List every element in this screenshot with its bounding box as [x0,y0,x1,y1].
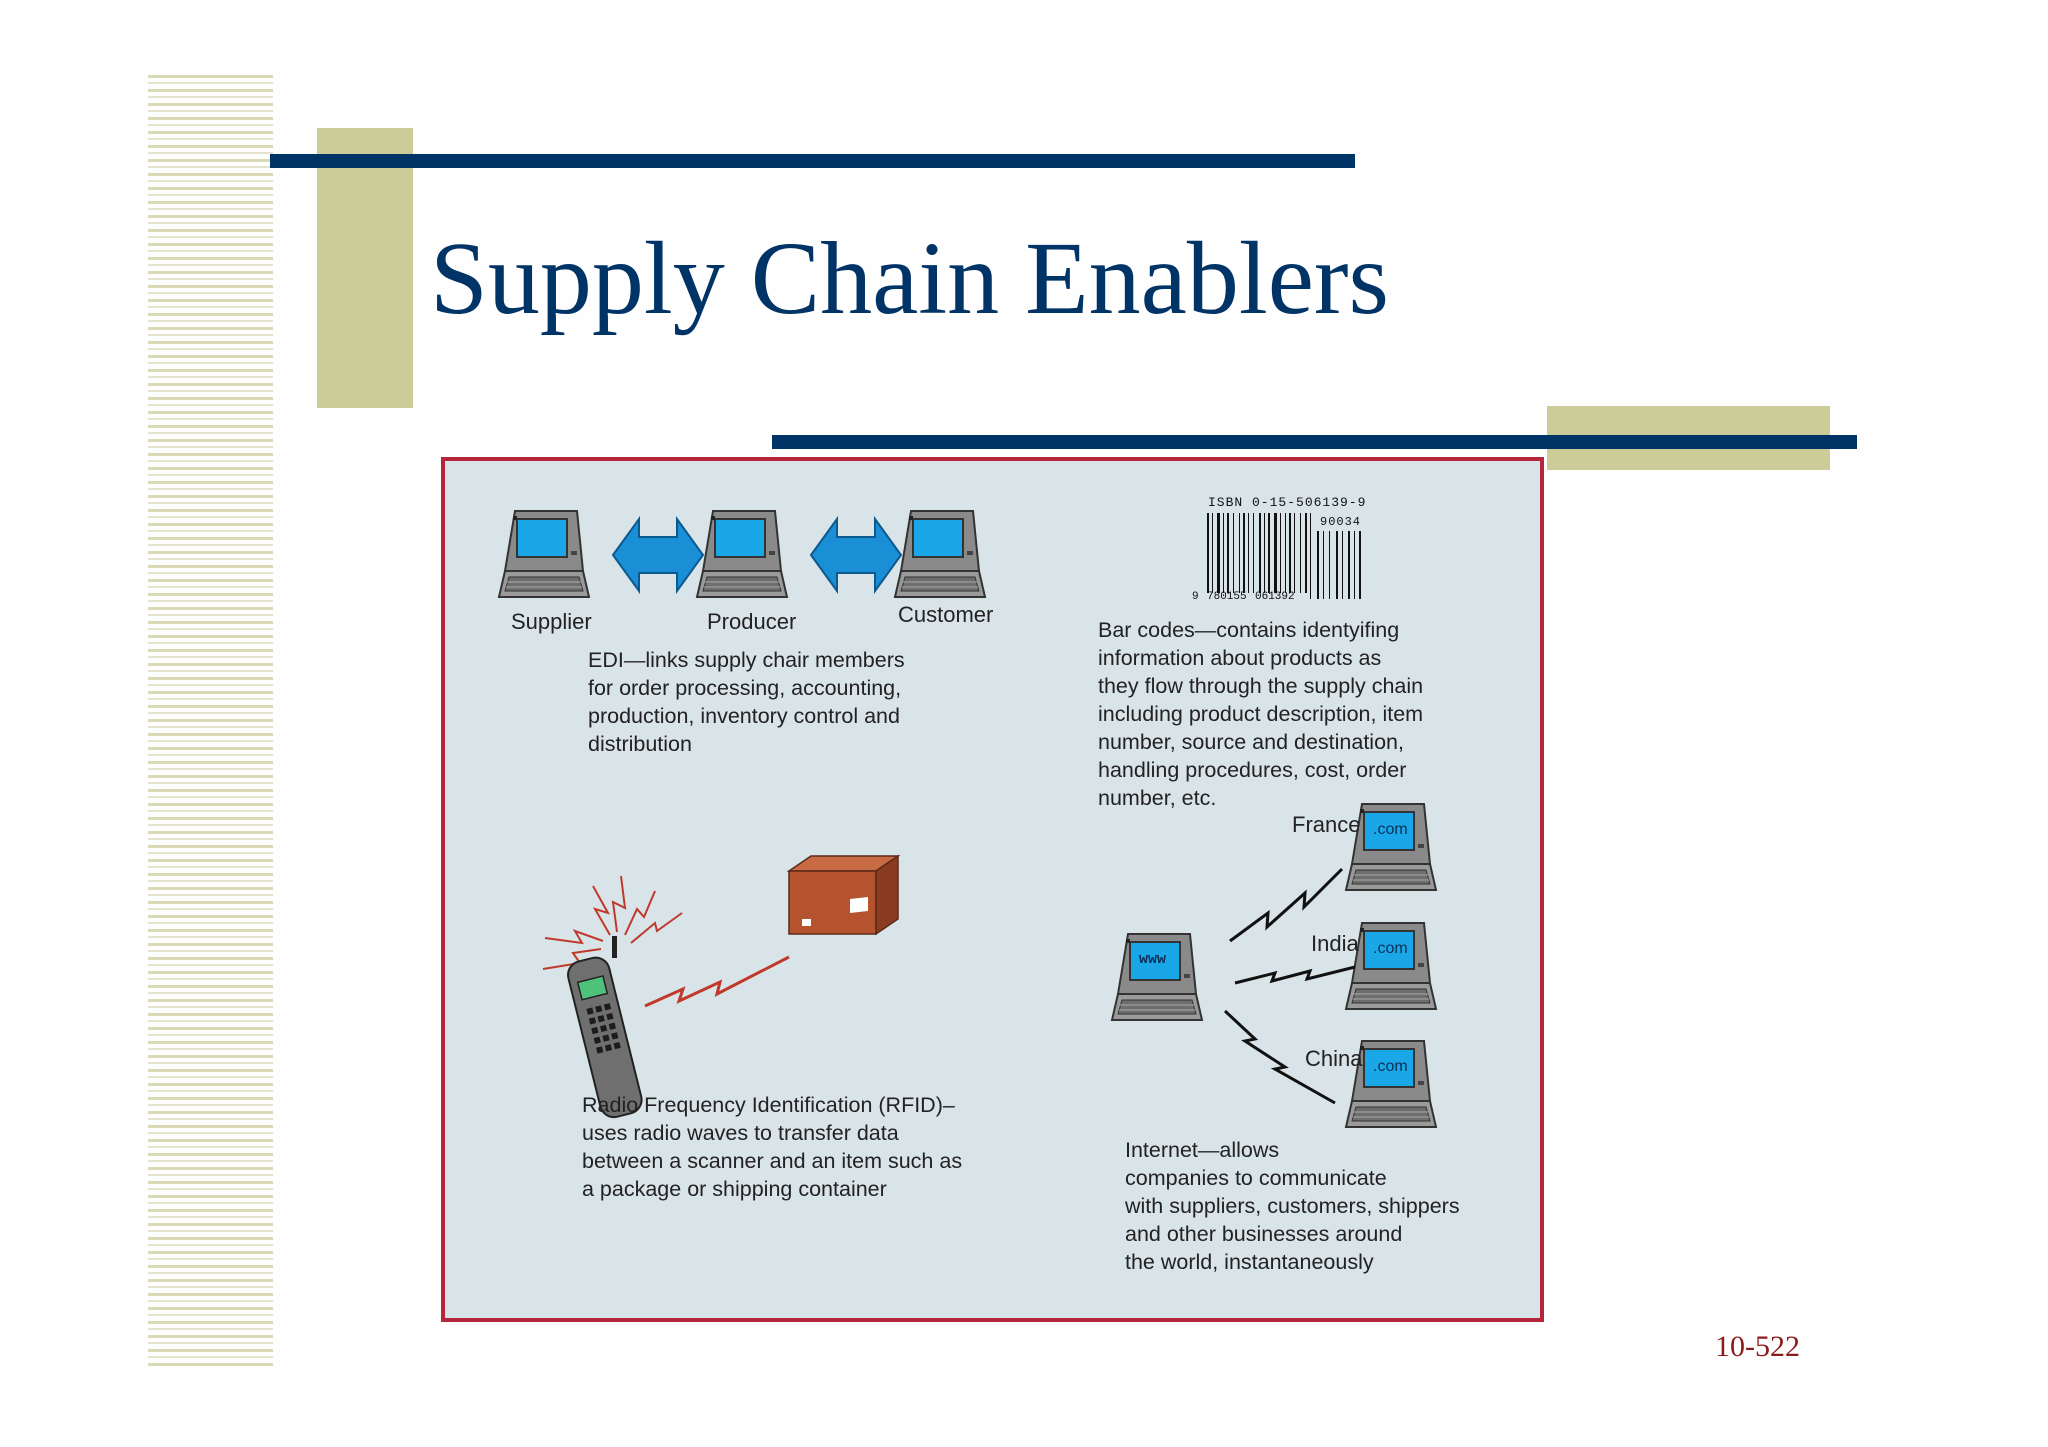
france-screen-text: .com [1373,821,1408,838]
barcode-isbn: ISBN 0-15-506139-9 [1208,495,1367,510]
destination-label-india: India [1311,931,1359,956]
slide-number: 10-522 [1715,1330,1800,1363]
double-arrow-icon [612,518,704,592]
barcode-icon [1205,513,1361,606]
producer-laptop-icon [696,510,788,598]
supply-chain-figure: Supplier Producer Customer EDI—links sup… [441,457,1544,1322]
china-link-icon [1223,1009,1336,1105]
double-arrow-icon [810,518,902,592]
india-link-icon [1234,965,1356,985]
hub-laptop-icon [1111,933,1203,1021]
edi-node-producer: Producer [707,609,797,634]
barcode-digits-right: 061392 [1255,591,1295,603]
barcode-caption: Bar codes—contains identyifing informati… [1098,618,1424,810]
slide-title: Supply Chain Enablers [430,221,1390,336]
decorative-stripe-column [148,75,273,1370]
destination-label-china: China [1305,1046,1363,1071]
barcode-digit-prefix: 9 [1192,591,1199,603]
china-screen-text: .com [1373,1058,1408,1075]
barcode-addon-number: 90034 [1320,515,1362,529]
india-screen-text: .com [1373,940,1408,957]
edi-node-supplier: Supplier [511,609,592,634]
supplier-laptop-icon [498,510,590,598]
india-laptop-icon [1345,922,1437,1010]
destination-label-france: France [1292,812,1361,837]
edi-node-customer: Customer [898,602,994,627]
title-rule [270,154,1355,168]
barcode-digits-left: 780155 [1207,591,1247,603]
figure-rule [772,435,1857,449]
mobile-scanner-icon [567,936,643,1119]
rfid-caption: Radio Frequency Identification (RFID)– u… [582,1093,963,1201]
shipping-box-icon [786,854,901,936]
edi-caption: EDI—links supply chair members for order… [588,648,905,756]
rfid-wave-icon [644,955,790,1008]
internet-caption: Internet—allows companies to communicate… [1125,1138,1460,1274]
title-accent-block [317,128,413,408]
customer-laptop-icon [894,510,986,598]
france-link-icon [1229,867,1344,943]
rfid-signal-icon [542,875,683,970]
hub-screen-text: www [1139,951,1167,968]
